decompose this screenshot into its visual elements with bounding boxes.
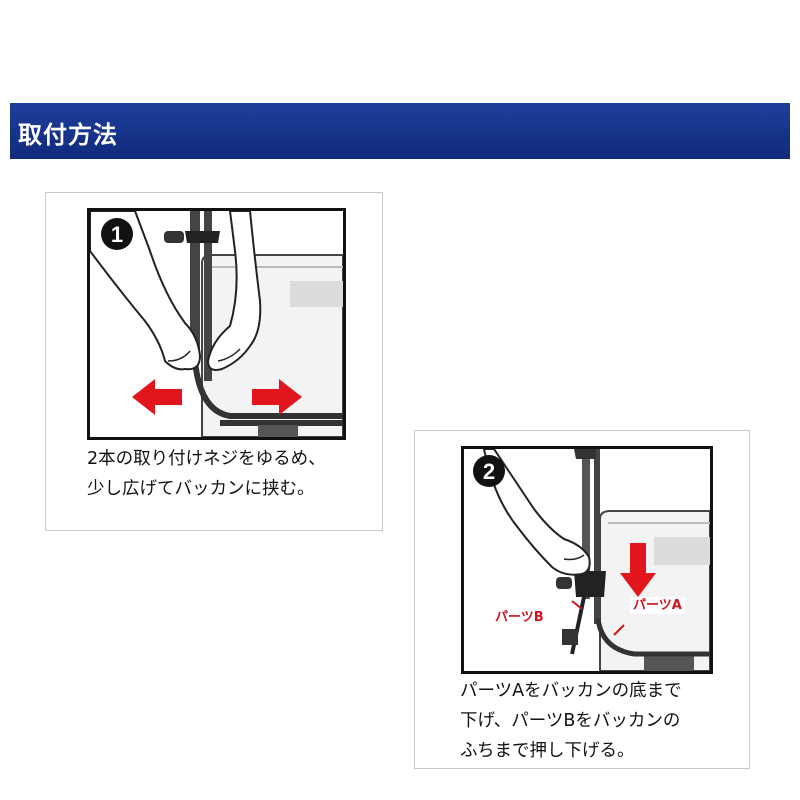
step-1-caption: 2本の取り付けネジをゆるめ、 少し広げてバッカンに挟む。	[87, 449, 326, 499]
arrow-down-icon	[620, 543, 656, 597]
step-2-number: 2	[483, 459, 495, 484]
step-1-number: 1	[111, 222, 123, 247]
arrow-left-icon	[132, 379, 182, 415]
step-1-card: 1 2本の取り付けネジをゆるめ、 少し広げてバッカンに挟む。	[45, 192, 383, 531]
section-header-bar: 取付方法	[10, 103, 790, 159]
arrow-right-icon	[252, 379, 302, 415]
section-title: 取付方法	[18, 121, 118, 149]
step-2-card: 2 パーツB パーツA パーツAをバッカンの底まで 下げ、パーツBをバッカンの …	[414, 430, 750, 769]
part-b-label: パーツB	[492, 609, 547, 626]
step-2-illustration: 2 パーツB パーツA	[461, 446, 713, 674]
step-1-illustration: 1	[87, 208, 346, 440]
part-a-label: パーツA	[630, 597, 685, 614]
step-2-caption: パーツAをバッカンの底まで 下げ、パーツBをバッカンの ふちまで押し下げる。	[460, 681, 682, 761]
